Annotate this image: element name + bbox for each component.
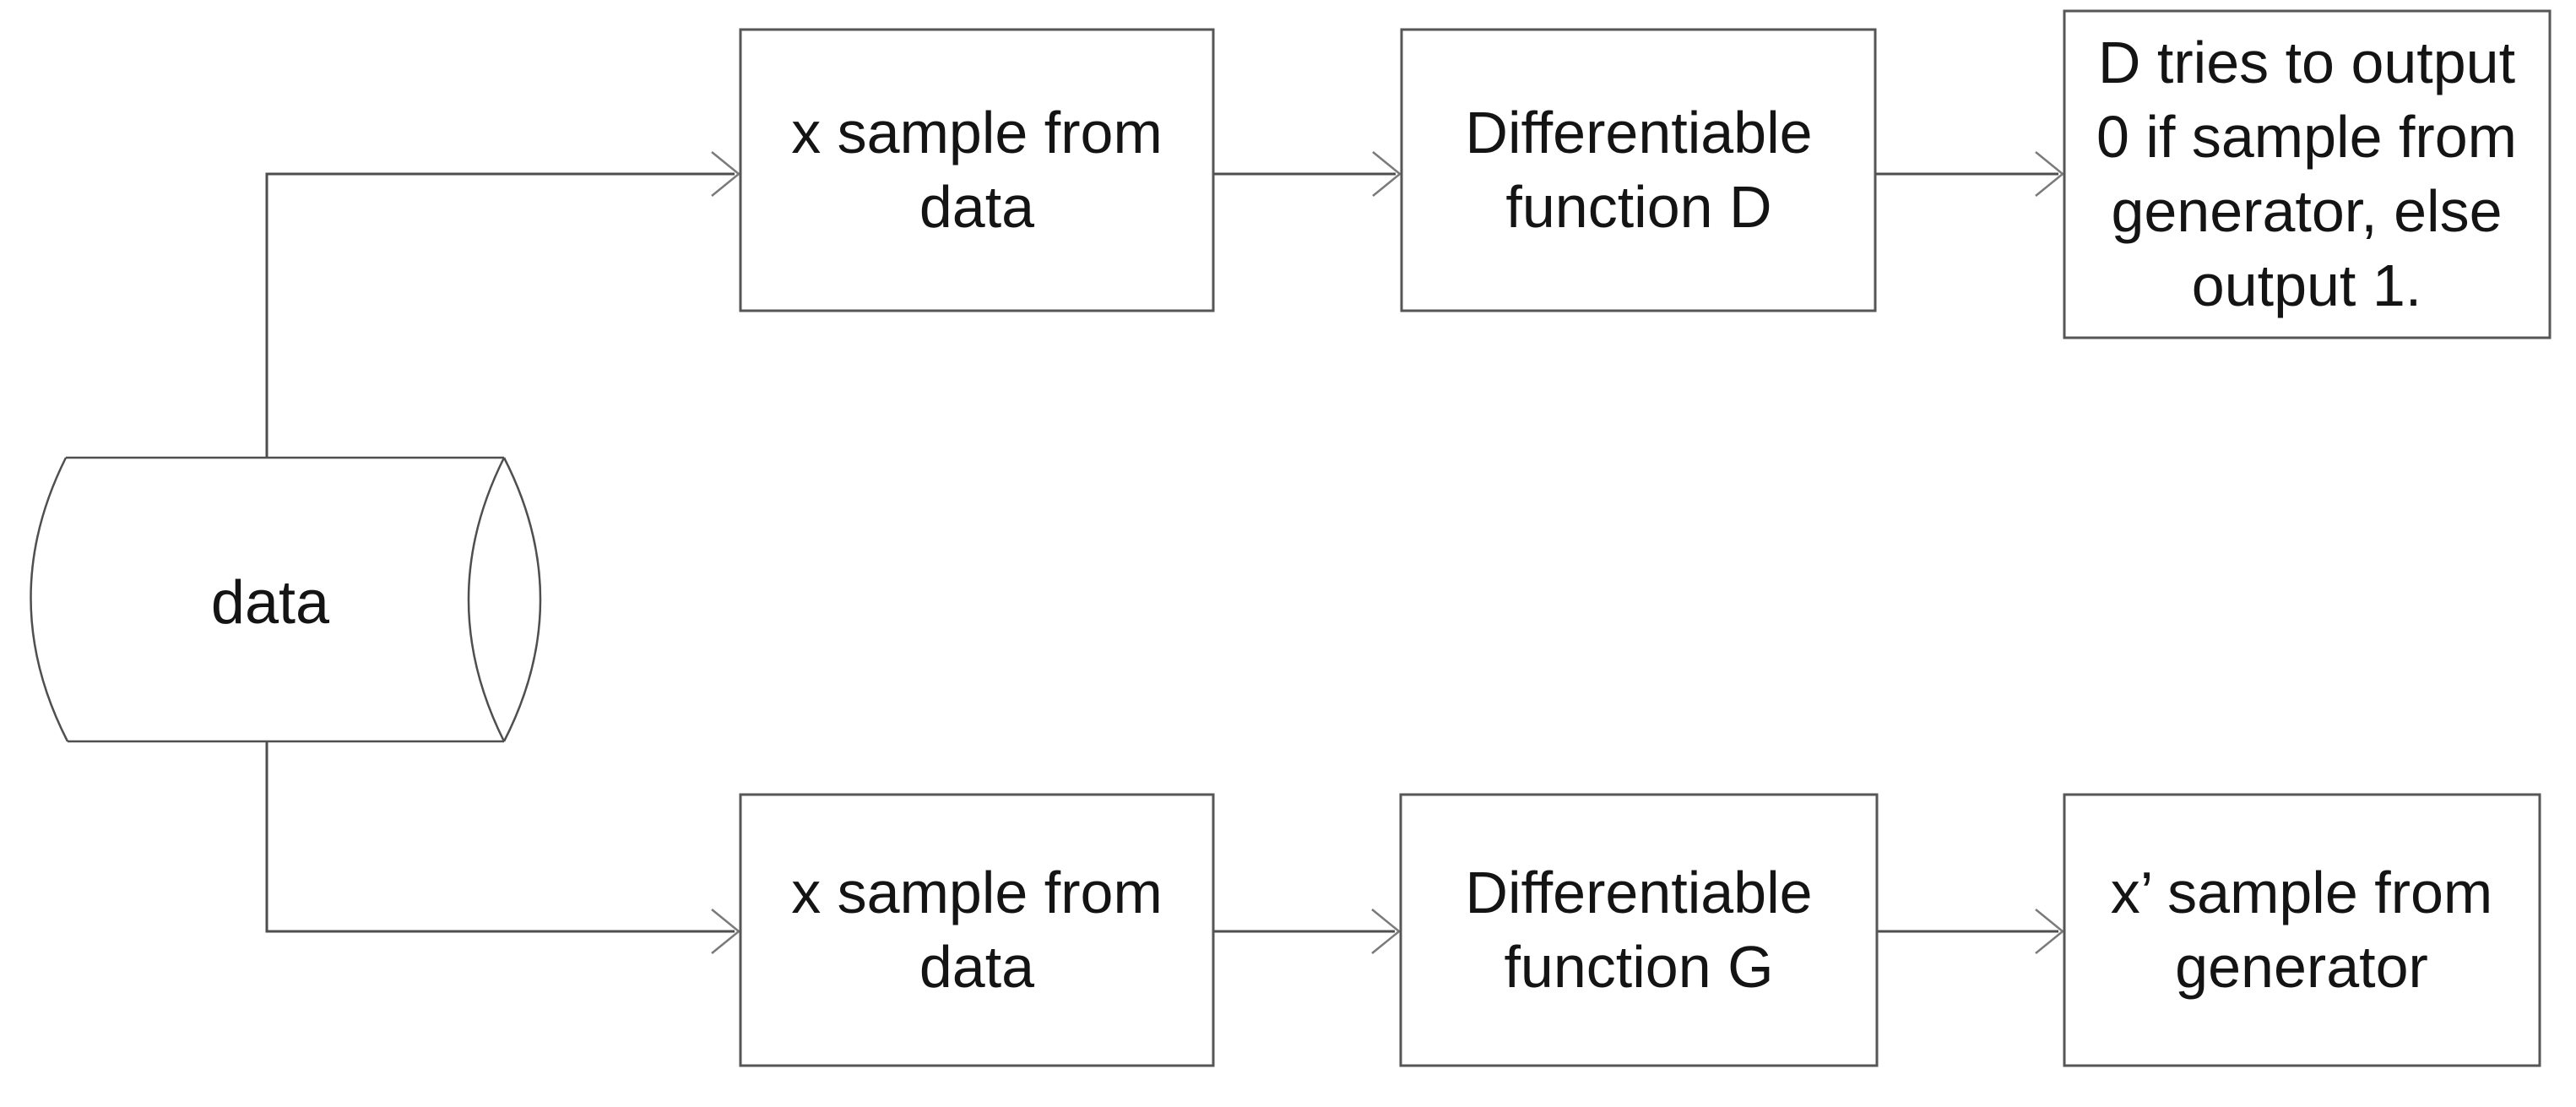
arrowhead-icon (1371, 909, 1401, 954)
bottom-sample-label-line-1: x sample from (791, 860, 1163, 925)
node-box-outline (2063, 793, 2541, 1067)
arrowhead-icon (2035, 909, 2064, 954)
cylinder-right-cap-outer (502, 457, 542, 742)
node-box-outline (739, 28, 1215, 312)
arrowhead-icon (1372, 151, 1402, 197)
node-differentiable-function-d: Differentiable function D (1400, 28, 1877, 312)
edge-data-to-top-sample (265, 151, 740, 458)
function-g-label-line-1: Differentiable (1465, 860, 1812, 925)
node-box-outline (739, 793, 1215, 1067)
top-sample-label-line-1: x sample from (791, 100, 1163, 166)
node-bottom-sample: x sample from data (739, 793, 1215, 1067)
arrowhead-icon (711, 151, 740, 197)
g-output-label-line-1: x’ sample from (2111, 860, 2493, 925)
node-differentiable-function-g: Differentiable function G (1399, 793, 1879, 1067)
node-top-sample: x sample from data (739, 28, 1215, 312)
cylinder-right-cap-inner (467, 457, 506, 742)
node-box-outline (2063, 9, 2552, 339)
arrowhead-icon (2035, 151, 2064, 197)
d-output-label-line-3: generator, else (2111, 178, 2502, 244)
function-g-label-line-2: function G (1504, 934, 1773, 1000)
function-d-label-line-2: function D (1505, 174, 1771, 240)
function-d-label-line-1: Differentiable (1465, 100, 1812, 166)
edge-top-sample-to-function-d (1213, 151, 1402, 197)
node-data-store: data (30, 456, 542, 743)
d-output-label-line-4: output 1. (2192, 252, 2421, 318)
edge-data-to-bottom-sample (265, 741, 740, 954)
arrowhead-icon (711, 909, 740, 954)
node-box-outline (1399, 793, 1879, 1067)
cylinder-left-cap (30, 457, 69, 742)
connector-line (265, 741, 735, 933)
bottom-sample-label-line-2: data (919, 934, 1034, 1000)
edge-function-g-to-g-output (1877, 909, 2064, 954)
d-output-label-line-1: D tries to output (2098, 30, 2515, 95)
connector-line (265, 172, 735, 458)
top-sample-label-line-2: data (919, 174, 1034, 240)
d-output-label-line-2: 0 if sample from (2096, 104, 2517, 170)
node-box-outline (1400, 28, 1877, 312)
edge-function-d-to-d-output (1875, 151, 2064, 197)
node-d-output: D tries to output 0 if sample from gener… (2063, 9, 2552, 339)
g-output-label-line-2: generator (2175, 934, 2428, 1000)
data-store-label: data (211, 569, 330, 637)
node-g-output: x’ sample from generator (2063, 793, 2541, 1067)
edge-bottom-sample-to-function-g (1213, 909, 1401, 954)
